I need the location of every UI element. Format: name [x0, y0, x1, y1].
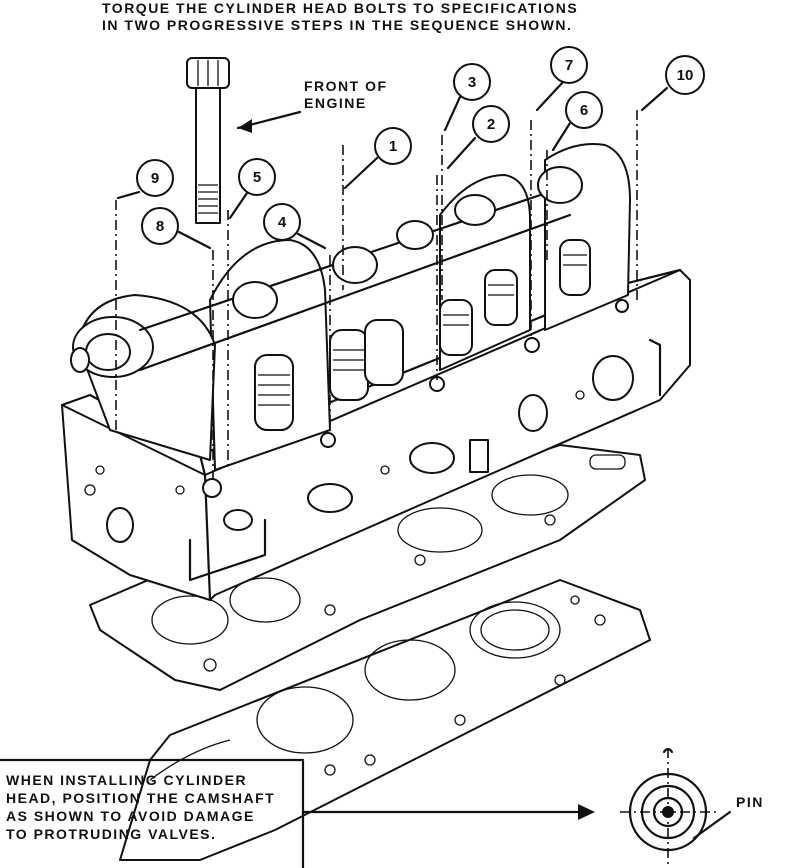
callout-label: 8 [156, 218, 164, 235]
callout-label: 5 [253, 169, 261, 186]
installation-note: WHEN INSTALLING CYLINDER HEAD, POSITION … [6, 771, 275, 843]
pin-label: PIN [736, 794, 764, 810]
callout-5: 5 [238, 158, 276, 196]
callout-4: 4 [263, 203, 301, 241]
callout-10: 10 [665, 55, 705, 95]
valve-springs [254, 239, 591, 431]
callout-label: 3 [468, 74, 476, 91]
front-of-engine-label: FRONT OF ENGINE [304, 78, 388, 112]
callout-label: 9 [151, 170, 159, 187]
front-label-line-2: ENGINE [304, 95, 367, 111]
note-line-3: AS SHOWN TO AVOID DAMAGE [6, 808, 255, 824]
callout-1: 1 [374, 127, 412, 165]
instruction-line-2: IN TWO PROGRESSIVE STEPS IN THE SEQUENCE… [102, 17, 573, 33]
note-box [0, 758, 595, 868]
callout-label: 6 [580, 102, 588, 119]
camshaft-assembly [70, 143, 631, 471]
pin-leader [692, 810, 732, 840]
note-line-1: WHEN INSTALLING CYLINDER [6, 772, 248, 788]
callout-6: 6 [565, 91, 603, 129]
instruction-line-1: TORQUE THE CYLINDER HEAD BOLTS TO SPECIF… [102, 0, 579, 16]
bolt-centerlines [115, 110, 638, 480]
callout-8: 8 [141, 207, 179, 245]
callout-leaders [116, 80, 669, 250]
callout-2: 2 [472, 105, 510, 143]
note-line-2: HEAD, POSITION THE CAMSHAFT [6, 790, 276, 806]
callout-label: 1 [389, 138, 397, 155]
instruction-heading: TORQUE THE CYLINDER HEAD BOLTS TO SPECIF… [102, 0, 578, 34]
callout-3: 3 [453, 63, 491, 101]
lower-gasket [119, 579, 651, 861]
callout-label: 7 [565, 57, 573, 74]
callout-label: 2 [487, 116, 495, 133]
head-bolt [186, 57, 230, 224]
callout-label: 10 [677, 67, 694, 84]
front-label-line-1: FRONT OF [304, 78, 388, 94]
camshaft-end-detail [620, 747, 732, 868]
callout-label: 4 [278, 214, 287, 231]
callout-9: 9 [136, 159, 174, 197]
callout-7: 7 [550, 46, 588, 84]
note-line-4: TO PROTRUDING VALVES. [6, 826, 217, 842]
